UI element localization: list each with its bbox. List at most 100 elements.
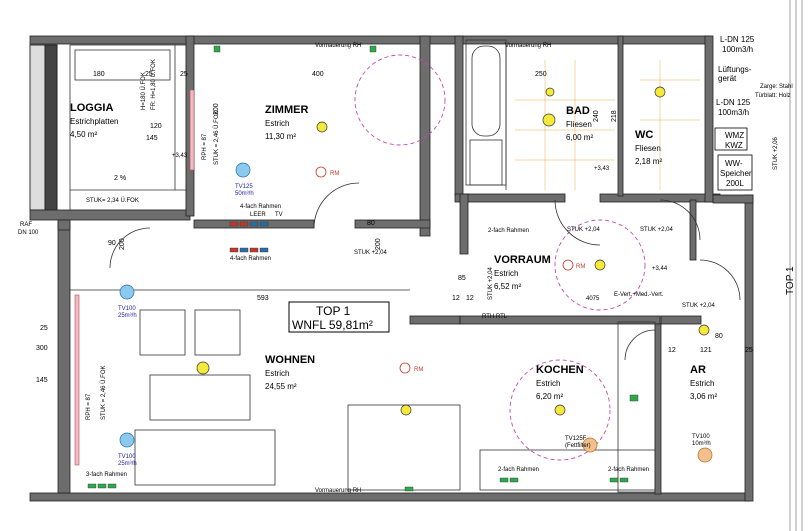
note: 50m³/h <box>235 191 254 197</box>
dim: 250 <box>535 71 547 78</box>
room-sub: Estrich <box>690 379 714 388</box>
room-name: BAD <box>566 105 590 117</box>
room-area: 6,20 m² <box>536 392 563 401</box>
note: Vormauerung RH <box>315 43 361 49</box>
note: 25m³/h <box>118 461 137 467</box>
room-wc: WC Fliesen 2,18 m² <box>635 129 662 166</box>
room-zimmer: ZIMMER Estrich 11,30 m² <box>265 104 308 141</box>
note: RPH = 87 <box>202 133 208 160</box>
ldn-mid: L-DN 125 <box>716 98 751 107</box>
room-loggia: LOGGIA Estrichplatten 4,50 m² <box>70 102 118 139</box>
right-edge-lines <box>789 0 803 531</box>
dim: 120 <box>150 123 162 130</box>
note: RTH RTL <box>482 314 508 320</box>
dim: 85 <box>458 275 466 282</box>
note: STUK +2,04 <box>640 227 674 233</box>
note: DN 100 <box>18 230 39 236</box>
vent-fixtures <box>119 162 251 448</box>
note: RPH = 87 <box>86 393 92 420</box>
room-area: 3,06 m² <box>690 392 717 401</box>
dim: 300 <box>36 345 48 352</box>
lueftung-2: gerät <box>718 74 737 83</box>
note: 10m³/h <box>692 441 711 447</box>
ww-2: Speicher <box>720 169 752 178</box>
room-sub: Estrich <box>265 119 289 128</box>
flow-mid: 100m3/h <box>718 108 749 117</box>
dim: 2 % <box>114 175 126 182</box>
title-box <box>288 301 390 333</box>
dim: 25 <box>745 347 753 354</box>
room-sub: Estrichplatten <box>70 117 118 126</box>
stuk-right: STUK +2,06 <box>773 136 779 170</box>
note: 4-fach Rahmen <box>230 256 271 262</box>
door-arcs <box>109 182 741 361</box>
technical-right: L-DN 125 100m3/h Lüftungs- gerät L-DN 12… <box>714 35 796 295</box>
room-vorraum: VORRAUM Estrich 6,52 m² <box>494 254 551 291</box>
bad-tile-grid <box>515 60 700 190</box>
note: 2-fach Rahmen <box>608 467 649 473</box>
title-line1: TOP 1 <box>316 304 351 318</box>
inner-lines <box>69 39 656 493</box>
flow-top: 100m3/h <box>722 45 753 54</box>
note: TV100 <box>118 454 136 460</box>
note: TV100 <box>692 434 710 440</box>
room-sub: Estrich <box>494 269 518 278</box>
room-area: 4,50 m² <box>70 130 97 139</box>
note: +3,43 <box>594 166 610 172</box>
room-sub: Fliesen <box>566 120 592 129</box>
note: STUK +2,04 <box>567 227 601 233</box>
light-fixtures <box>196 86 710 416</box>
dim: 12 <box>452 295 460 302</box>
room-name: WOHNEN <box>265 354 315 366</box>
dim: 90 <box>108 240 116 247</box>
note: +3,43 <box>172 153 188 159</box>
room-wohnen: WOHNEN Estrich 24,55 m² <box>265 354 315 391</box>
note: +3,44 <box>652 266 668 272</box>
note: 3-fach Rahmen <box>86 472 127 478</box>
room-sub: Fliesen <box>635 144 661 153</box>
coverage-circles <box>354 54 646 461</box>
room-name: KOCHEN <box>536 364 584 376</box>
note: 4-fach Rahmen <box>240 204 281 210</box>
room-name: AR <box>690 364 706 376</box>
dim: 145 <box>146 135 158 142</box>
note: RM <box>414 367 423 373</box>
room-area: 6,52 m² <box>494 282 521 291</box>
room-sub: Estrich <box>536 379 560 388</box>
ww-box <box>717 154 753 191</box>
note: 25m³/h <box>118 313 137 319</box>
wmz-box <box>714 127 748 151</box>
room-ar: AR Estrich 3,06 m² <box>690 364 717 401</box>
zarge-1: Zarge: Stahl <box>760 84 793 90</box>
note: 4075 <box>586 296 600 302</box>
dim: 80 <box>715 333 723 340</box>
ldn-top: L-DN 125 <box>720 35 755 44</box>
dim: 218 <box>611 110 618 122</box>
note: TV <box>275 212 283 218</box>
dim: 200 <box>375 238 382 250</box>
note: STUK +2,04 <box>488 266 494 300</box>
note: Vormauerung RH <box>505 43 551 49</box>
note: STUK= 2,34 Ü.FOK <box>86 197 139 204</box>
note: H=180 Ü.FOK <box>140 72 147 110</box>
room-name: VORRAUM <box>494 254 551 266</box>
note: STUK = 2,46 Ü.FOK <box>213 110 220 165</box>
smoke-detectors <box>315 166 574 374</box>
wmz: WMZ <box>725 131 744 140</box>
note: RM <box>576 264 585 270</box>
note: STUK +2,04 <box>682 303 716 309</box>
note: 2-fach Rahmen <box>498 467 539 473</box>
note: TV125F <box>565 436 587 442</box>
dim: 180 <box>93 71 105 78</box>
top1-vertical: TOP 1 <box>785 266 796 295</box>
ww-3: 200L <box>726 179 744 188</box>
dim: 25 <box>180 71 188 78</box>
note: (Fettfilter) <box>565 443 591 449</box>
room-name: WC <box>635 129 653 141</box>
note: RM <box>330 171 339 177</box>
room-sub: Estrich <box>265 369 289 378</box>
room-kochen: KOCHEN Estrich 6,20 m² <box>536 364 584 401</box>
dim: 25 <box>40 325 48 332</box>
dim: 25 <box>145 71 153 78</box>
room-name: ZIMMER <box>265 104 308 116</box>
